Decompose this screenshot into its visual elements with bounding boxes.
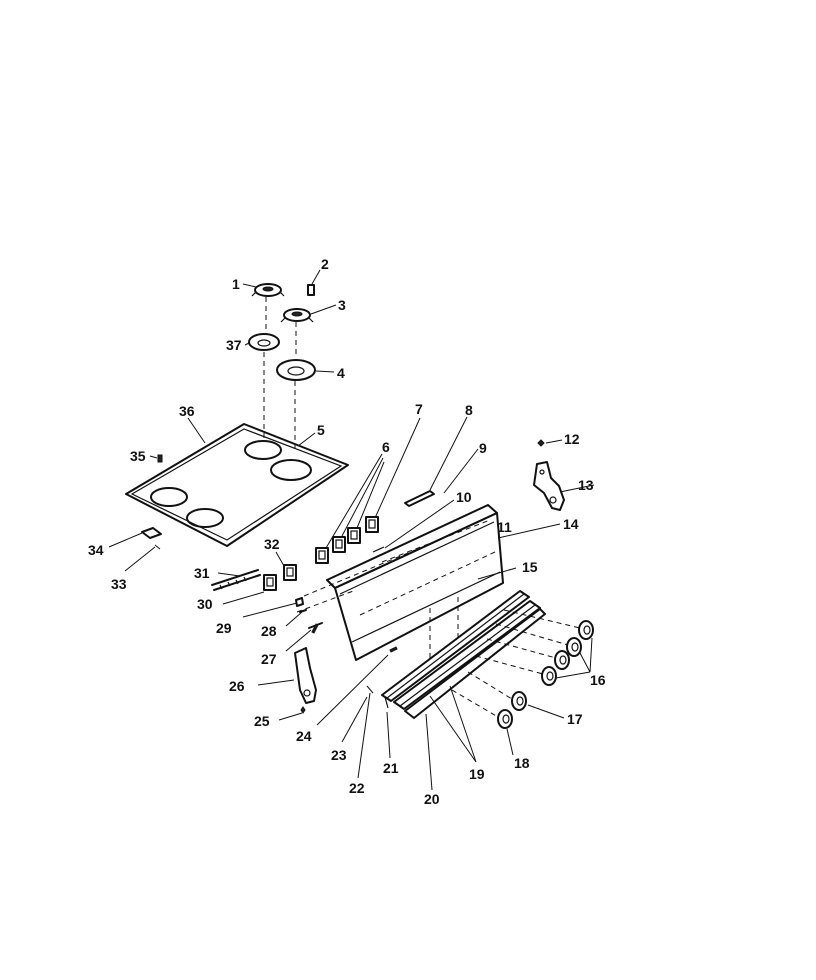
label-32: 32 <box>264 536 280 552</box>
rail-15 <box>381 590 530 702</box>
label-6: 6 <box>382 439 390 455</box>
label-13: 13 <box>578 477 594 493</box>
leader-lines <box>108 269 595 791</box>
label-23: 23 <box>331 747 347 763</box>
rail-20 <box>404 608 546 719</box>
label-24: 24 <box>296 728 312 744</box>
drip-pan-4 <box>276 359 316 381</box>
label-27: 27 <box>261 651 277 667</box>
screw-33 <box>154 544 161 550</box>
screw-24 <box>389 646 398 653</box>
drip-pan-37 <box>248 333 280 351</box>
side-bracket-13 <box>533 461 565 511</box>
label-16: 16 <box>590 672 606 688</box>
label-12: 12 <box>564 431 580 447</box>
label-20: 20 <box>424 791 440 807</box>
label-8: 8 <box>465 402 473 418</box>
label-14: 14 <box>563 516 579 532</box>
burner-head-3 <box>280 308 314 323</box>
cooktop-36 <box>125 423 349 547</box>
label-1: 1 <box>232 276 240 292</box>
label-36: 36 <box>179 403 195 419</box>
label-11: 11 <box>497 519 512 535</box>
screw-25 <box>300 706 306 714</box>
knob-16a <box>578 620 594 640</box>
knob-16c <box>554 650 570 670</box>
label-26: 26 <box>229 678 245 694</box>
label-37: 37 <box>226 337 242 353</box>
label-10: 10 <box>456 489 472 505</box>
label-9: 9 <box>479 440 487 456</box>
label-7: 7 <box>415 401 423 417</box>
knob-16b <box>566 637 582 657</box>
label-25: 25 <box>254 713 270 729</box>
label-17: 17 <box>567 711 583 727</box>
valve-30 <box>263 574 277 591</box>
label-18: 18 <box>514 755 530 771</box>
label-4: 4 <box>337 365 345 381</box>
igniter-31 <box>211 569 261 591</box>
label-21: 21 <box>383 760 399 776</box>
label-19: 19 <box>469 766 485 782</box>
label-22: 22 <box>349 780 365 796</box>
spring-21 <box>384 696 389 709</box>
label-31: 31 <box>194 565 210 581</box>
screw-12 <box>537 439 545 447</box>
label-34: 34 <box>88 542 104 558</box>
label-33: 33 <box>111 576 127 592</box>
label-30: 30 <box>197 596 213 612</box>
knob-16d <box>541 666 557 686</box>
valve-6b <box>332 536 346 553</box>
spring-10 <box>372 546 385 553</box>
knob-18 <box>497 709 513 729</box>
label-29: 29 <box>216 620 232 636</box>
screw-35 <box>157 454 163 463</box>
screw-23 <box>366 685 374 694</box>
label-5: 5 <box>317 422 325 438</box>
label-3: 3 <box>338 297 346 313</box>
pin-28 <box>299 609 307 613</box>
valve-7 <box>365 516 379 533</box>
valve-stem-27 <box>308 622 323 634</box>
burner-head-1 <box>251 283 285 297</box>
side-bracket-26 <box>294 647 317 704</box>
label-35: 35 <box>130 448 146 464</box>
label-2: 2 <box>321 256 329 272</box>
label-15: 15 <box>522 559 538 575</box>
burner-orifice-2 <box>307 284 315 296</box>
knob-17 <box>511 691 527 711</box>
valve-6a <box>315 547 329 564</box>
clip-34 <box>141 527 162 539</box>
valve-32 <box>283 564 297 581</box>
valve-6c <box>347 527 361 544</box>
clip-29 <box>295 597 304 607</box>
bracket-8 <box>404 490 435 507</box>
label-28: 28 <box>261 623 277 639</box>
